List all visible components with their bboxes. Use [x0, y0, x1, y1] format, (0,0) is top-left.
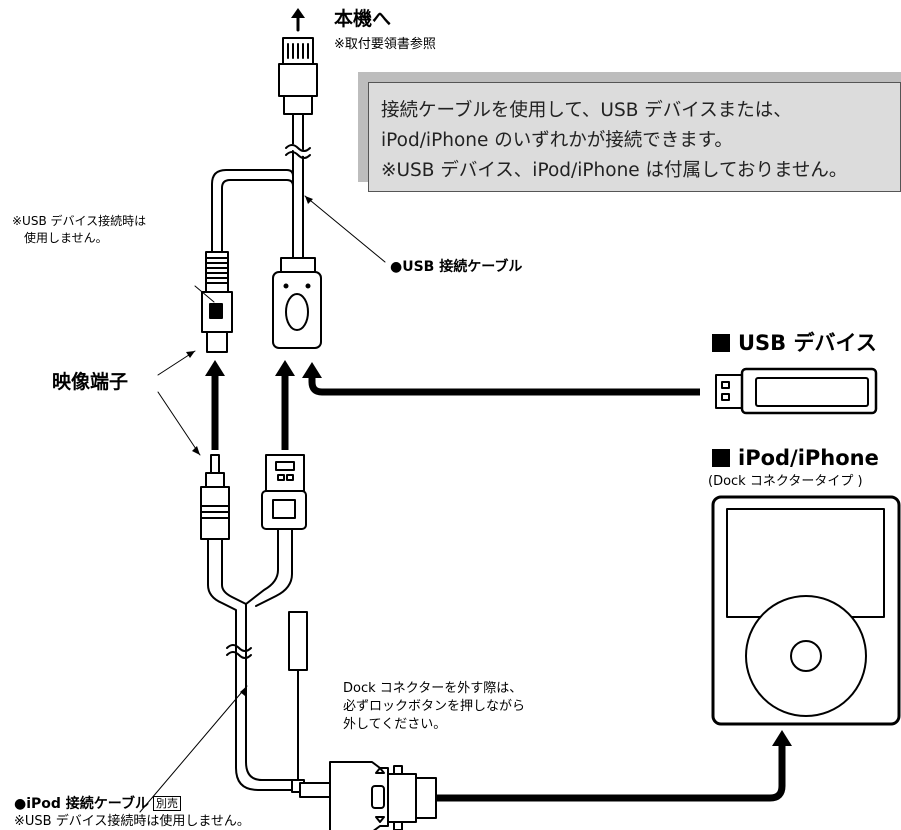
info-line-3: ※USB デバイス、iPod/iPhone は付属しておりません。 — [381, 160, 848, 181]
to-unit-note: ※取付要領書参照 — [334, 37, 436, 52]
dock-note-line-1: Dock コネクターを外す際は、 — [343, 681, 523, 696]
rca-plug — [200, 454, 230, 540]
ipod-cable-note: ※USB デバイス接続時は使用しません。 — [14, 814, 250, 829]
video-branch-cable — [211, 169, 294, 253]
ipod-cable-label: ●iPod 接続ケーブル別売 — [14, 796, 181, 811]
dock-note-line-2: 必ずロックボタンを押しながら — [343, 699, 526, 714]
usb-device-title: USB デバイス — [712, 333, 877, 354]
dock-connector — [299, 761, 437, 830]
ipod-title: iPod/iPhone — [712, 448, 879, 469]
ipod-arrow — [436, 730, 792, 802]
sold-separately-badge: 別売 — [152, 796, 181, 811]
usb-cable-label: ●USB 接続ケーブル — [390, 259, 523, 275]
to-unit-arrow — [291, 8, 305, 32]
ipod-cable-label-text: ●iPod 接続ケーブル — [14, 796, 149, 812]
usb-device-arrow — [302, 362, 700, 396]
video-terminal-label: 映像端子 — [52, 371, 129, 393]
head-unit-connector — [278, 37, 318, 115]
video-arrow — [205, 360, 225, 450]
ipod-subtitle: (Dock コネクタータイプ ) — [708, 474, 863, 489]
info-line-1: 接続ケーブルを使用して、USB デバイスまたは、 — [381, 100, 792, 121]
square-icon — [712, 334, 730, 352]
usb-female-connector — [272, 257, 322, 349]
info-box: 接続ケーブルを使用して、USB デバイスまたは、 iPod/iPhone のいず… — [368, 82, 901, 192]
usb-male-plug — [261, 454, 307, 530]
info-line-2: iPod/iPhone のいずれかが接続できます。 — [381, 130, 733, 151]
video-jack-connector — [201, 251, 233, 353]
ipod-title-text: iPod/iPhone — [738, 446, 879, 470]
to-unit-title: 本機へ — [334, 8, 392, 30]
video-note-line-2: 使用しません。 — [24, 231, 108, 245]
usb-device-title-text: USB デバイス — [738, 331, 877, 355]
square-icon — [712, 449, 730, 467]
usb-cable-main — [283, 113, 313, 259]
dock-note-line-3: 外してください。 — [343, 717, 447, 732]
ipod-cable-lower — [207, 528, 308, 793]
ipod-device — [711, 495, 901, 726]
usb-stick — [715, 367, 878, 415]
video-note-line-1: ※USB デバイス接続時は — [12, 214, 147, 228]
usb-arrow — [275, 360, 295, 450]
